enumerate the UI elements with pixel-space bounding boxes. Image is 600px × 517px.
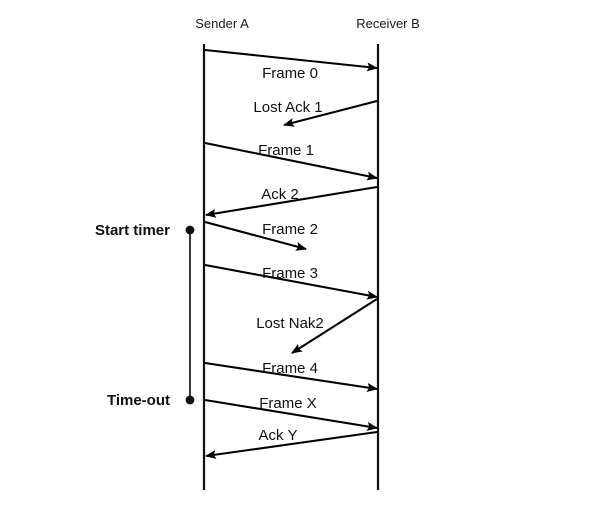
message-label-frame-2: Frame 2 xyxy=(262,221,318,238)
event-dot-start-timer xyxy=(185,225,195,235)
message-label-frame-x: Frame X xyxy=(259,395,317,412)
message-label-frame-1: Frame 1 xyxy=(258,142,314,159)
message-arrow-ack-y xyxy=(205,430,378,460)
message-label-ack-2: Ack 2 xyxy=(261,186,299,203)
message-arrow-lost-ack-1 xyxy=(283,99,378,127)
message-label-lost-ack-1: Lost Ack 1 xyxy=(253,99,322,116)
message-arrow-ack-2 xyxy=(205,185,378,218)
message-arrow-lost-nak-2 xyxy=(291,298,378,354)
event-dot-time-out xyxy=(185,395,195,405)
message-arrow-frame-3 xyxy=(204,263,378,300)
message-label-ack-y: Ack Y xyxy=(259,427,298,444)
event-label-time-out: Time-out xyxy=(107,392,170,409)
message-arrow-frame-2 xyxy=(204,220,307,251)
message-label-lost-nak-2: Lost Nak2 xyxy=(256,315,324,332)
lifeline-label-sender: Sender A xyxy=(195,16,249,31)
message-arrow-frame-1 xyxy=(204,141,378,181)
message-arrow-frame-0 xyxy=(204,48,378,72)
message-label-frame-4: Frame 4 xyxy=(262,360,318,377)
lifelines-group: Sender A Receiver B xyxy=(195,16,420,490)
messages-group: Frame 0 Lost Ack 1 Frame 1 Ack 2 Frame 2 Fram… xyxy=(204,48,378,460)
message-arrow-frame-4 xyxy=(204,361,378,392)
lifeline-label-receiver: Receiver B xyxy=(356,16,420,31)
message-label-frame-0: Frame 0 xyxy=(262,65,318,82)
event-label-start-timer: Start timer xyxy=(95,222,170,239)
message-label-frame-3: Frame 3 xyxy=(262,265,318,282)
message-arrow-frame-x xyxy=(204,398,378,431)
